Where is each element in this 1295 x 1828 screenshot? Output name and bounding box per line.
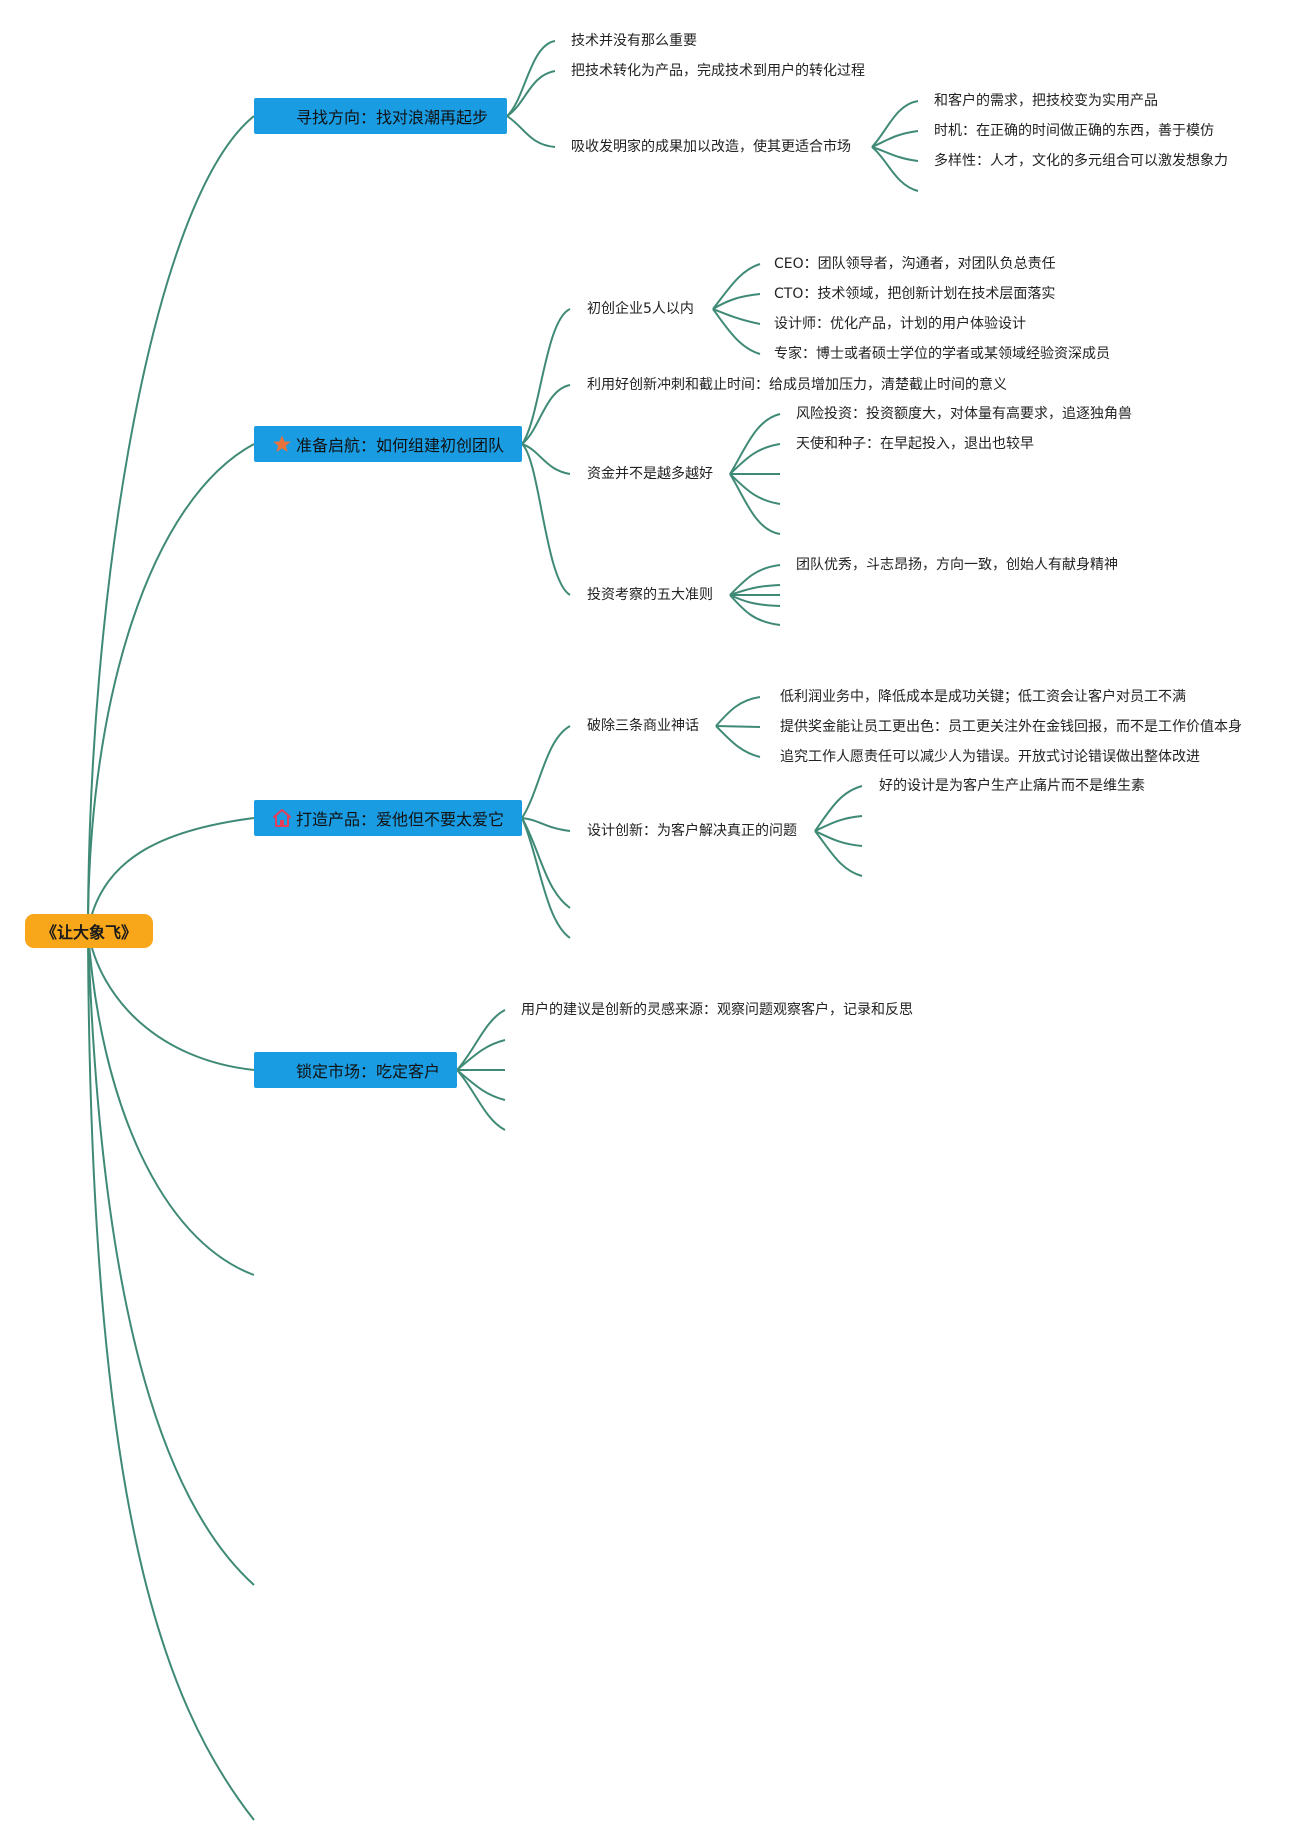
leaf-node[interactable]: 利用好创新冲刺和截止时间：给成员增加压力，清楚截止时间的意义 (587, 377, 1007, 393)
branch-label: 打造产品：爱他但不要太爱它 (296, 810, 505, 829)
branch-label: 寻找方向：找对浪潮再起步 (296, 108, 489, 127)
leaf-node[interactable]: 技术并没有那么重要 (571, 33, 697, 49)
leaf-node[interactable]: 用户的建议是创新的灵感来源：观察问题观察客户，记录和反思 (521, 1002, 913, 1018)
leaf-node[interactable]: 多样性：人才，文化的多元组合可以激发想象力 (934, 153, 1228, 169)
leaf-node[interactable]: 时机：在正确的时间做正确的东西，善于模仿 (934, 123, 1214, 139)
branch-find-direction[interactable]: 寻找方向：找对浪潮再起步 (254, 98, 507, 134)
branch-prepare-team[interactable]: 准备启航：如何组建初创团队 (254, 426, 522, 462)
leaf-node[interactable]: 好的设计是为客户生产止痛片而不是维生素 (879, 778, 1145, 794)
branch-build-product[interactable]: 打造产品：爱他但不要太爱它 (254, 800, 522, 836)
leaf-node[interactable]: 设计创新：为客户解决真正的问题 (587, 823, 797, 839)
star-icon (273, 435, 291, 452)
leaf-node[interactable]: 资金并不是越多越好 (587, 466, 713, 482)
leaf-node[interactable]: CEO：团队领导者，沟通者，对团队负总责任 (774, 256, 1056, 272)
leaf-node[interactable]: 破除三条商业神话 (587, 718, 699, 734)
leaf-node[interactable]: 专家：博士或者硕士学位的学者或某领域经验资深成员 (774, 346, 1110, 362)
branch-label: 锁定市场：吃定客户 (296, 1062, 441, 1081)
leaf-node[interactable]: 风险投资：投资额度大，对体量有高要求，追逐独角兽 (796, 406, 1132, 422)
leaf-node[interactable]: 设计师：优化产品，计划的用户体验设计 (774, 316, 1026, 332)
branch-lock-market[interactable]: 锁定市场：吃定客户 (254, 1052, 457, 1088)
branch-label: 准备启航：如何组建初创团队 (296, 436, 505, 455)
leaf-node[interactable]: 提供奖金能让员工更出色：员工更关注外在金钱回报，而不是工作价值本身 (780, 719, 1242, 735)
leaf-node[interactable]: CTO：技术领域，把创新计划在技术层面落实 (774, 286, 1056, 302)
leaf-node[interactable]: 团队优秀，斗志昂扬，方向一致，创始人有献身精神 (796, 557, 1118, 573)
leaf-node[interactable]: 初创企业5人以内 (587, 301, 694, 317)
leaf-node[interactable]: 投资考察的五大准则 (587, 587, 713, 603)
leaf-node[interactable]: 和客户的需求，把技校变为实用产品 (934, 93, 1158, 109)
root-topic[interactable]: 《让大象飞》 (25, 914, 153, 948)
home-icon (273, 809, 291, 827)
leaf-node[interactable]: 追究工作人愿责任可以减少人为错误。开放式讨论错误做出整体改进 (780, 749, 1200, 765)
leaf-node[interactable]: 把技术转化为产品，完成技术到用户的转化过程 (571, 63, 865, 79)
leaf-node[interactable]: 天使和种子：在早起投入，退出也较早 (796, 436, 1034, 452)
leaf-node[interactable]: 低利润业务中，降低成本是成功关键；低工资会让客户对员工不满 (780, 689, 1186, 705)
leaf-node[interactable]: 吸收发明家的成果加以改造，使其更适合市场 (571, 139, 851, 155)
